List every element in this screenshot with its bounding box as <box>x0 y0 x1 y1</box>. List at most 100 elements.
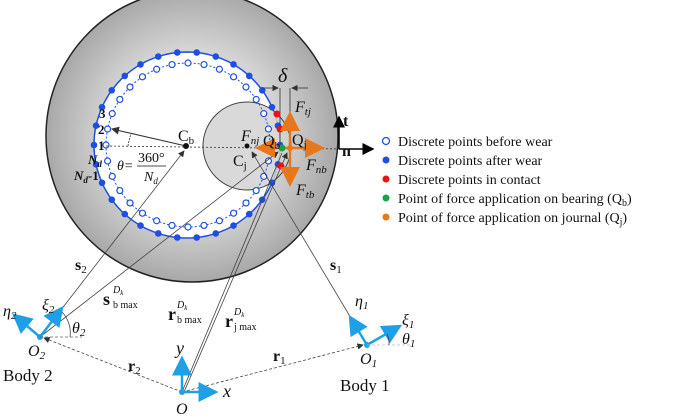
point-after-wear <box>90 141 98 149</box>
body2-label: Body 2 <box>3 366 53 385</box>
point-after-wear <box>92 161 100 168</box>
theta2-arc <box>61 311 71 338</box>
theta-arc <box>127 133 132 147</box>
point-after-wear <box>137 222 144 229</box>
svg-text:s2: s2 <box>75 257 87 276</box>
xi2-label: ξ <box>42 297 49 314</box>
point-after-wear <box>154 230 162 237</box>
svg-text:ξ1: ξ1 <box>402 312 414 331</box>
svg-text:Discrete points in contact: Discrete points in contact <box>398 173 541 188</box>
filled-circle-icon <box>382 175 390 183</box>
svg-text:r2: r2 <box>128 358 141 377</box>
point-before-wear <box>260 172 268 180</box>
points-after-wear <box>90 49 284 241</box>
t-label: t <box>343 113 349 130</box>
point-after-wear <box>154 53 162 60</box>
legend-item: Point of force application on journal (Q… <box>382 211 627 228</box>
point-after-wear <box>193 234 201 241</box>
point-after-wear <box>121 72 129 80</box>
rbmax-label: r <box>168 304 176 324</box>
point-after-wear <box>258 87 266 94</box>
point-before-wear <box>116 95 124 104</box>
cb-point <box>183 143 189 149</box>
svg-text:Nd: Nd <box>143 170 158 186</box>
point-before-wear <box>103 157 112 165</box>
point-before-wear <box>138 73 147 81</box>
svg-text:Fnj: Fnj <box>240 128 259 147</box>
fnj-label: F <box>240 128 251 145</box>
point-before-wear <box>103 125 112 133</box>
point-after-wear <box>173 234 181 241</box>
index-3: 3 <box>99 106 106 121</box>
svg-text:θ1: θ1 <box>402 331 415 350</box>
svg-text:j max: j max <box>233 322 257 333</box>
cj-label: C <box>233 153 244 170</box>
point-after-wear <box>268 103 276 111</box>
legend-item: Discrete points in contact <box>382 173 541 188</box>
theta-equation: θ= <box>117 159 133 174</box>
theta-numerator: 360° <box>138 151 165 166</box>
svg-text:Qb: Qb <box>263 133 281 152</box>
index-2: 2 <box>98 122 105 137</box>
point-before-wear <box>184 59 192 67</box>
delta-label: δ <box>278 65 288 87</box>
svg-text:b max: b max <box>177 315 202 326</box>
point-before-wear <box>153 217 161 225</box>
svg-text:Cj: Cj <box>233 153 247 172</box>
point-before-wear <box>126 199 134 207</box>
n-label: n <box>342 143 351 160</box>
svg-text:Point of force application on: Point of force application on journal (Q… <box>398 211 627 228</box>
points-before-wear <box>102 59 274 231</box>
point-before-wear <box>102 141 110 149</box>
o2-label: O <box>28 343 40 360</box>
point-before-wear <box>229 73 238 81</box>
legend-item: Point of force application on bearing (Q… <box>382 192 632 209</box>
labels: Cb Cj Qb Qj Ftj Fnj Fnb Ftb t n 3 2 1 Nd… <box>3 99 415 418</box>
position-vectors <box>39 150 368 393</box>
point-before-wear <box>229 209 238 217</box>
point-before-wear <box>252 95 260 104</box>
qj-point <box>287 145 293 151</box>
contact-point <box>273 110 281 118</box>
qb-label: Q <box>263 133 275 150</box>
svg-text:Dk: Dk <box>112 285 124 297</box>
point-before-wear <box>200 60 208 69</box>
point-before-wear <box>153 65 161 73</box>
eta1-label: η <box>355 293 363 310</box>
svg-text:θ2: θ2 <box>72 320 86 339</box>
point-after-wear <box>245 210 253 218</box>
legend-item: Discrete points before wear <box>381 135 553 150</box>
rjmax-label: r <box>225 311 233 331</box>
x-axis-label: x <box>222 381 231 401</box>
point-before-wear <box>168 60 176 69</box>
svg-text:Discrete points before wear: Discrete points before wear <box>398 135 553 150</box>
point-after-wear <box>108 87 116 94</box>
point-after-wear <box>108 196 116 203</box>
svg-text:O1: O1 <box>360 351 377 370</box>
theta1-label: θ <box>402 331 410 348</box>
point-after-wear <box>98 179 106 187</box>
legend: Discrete points before wear Discrete poi… <box>381 135 632 228</box>
point-before-wear <box>116 186 124 195</box>
origin-point <box>179 389 185 395</box>
legend-item: Discrete points after wear <box>382 154 543 169</box>
hollow-circle-icon <box>381 136 391 146</box>
s2-label: s <box>75 257 81 274</box>
svg-text:Cb: Cb <box>178 128 195 147</box>
point-after-wear <box>193 49 201 56</box>
qb-point <box>278 144 286 152</box>
point-after-wear <box>245 72 253 80</box>
point-before-wear <box>126 83 134 91</box>
contact-point <box>276 125 284 133</box>
qj-label: Q <box>292 132 304 149</box>
svg-text:Point of force application on: Point of force application on bearing (Q… <box>398 192 632 209</box>
point-after-wear <box>230 61 237 68</box>
point-after-wear <box>98 103 106 111</box>
index-nd-minus-1: N <box>73 168 84 183</box>
svg-text:η1: η1 <box>355 293 368 312</box>
point-before-wear <box>264 125 273 133</box>
point-before-wear <box>215 217 223 225</box>
point-before-wear <box>184 223 192 231</box>
o1-label: O <box>360 351 372 368</box>
